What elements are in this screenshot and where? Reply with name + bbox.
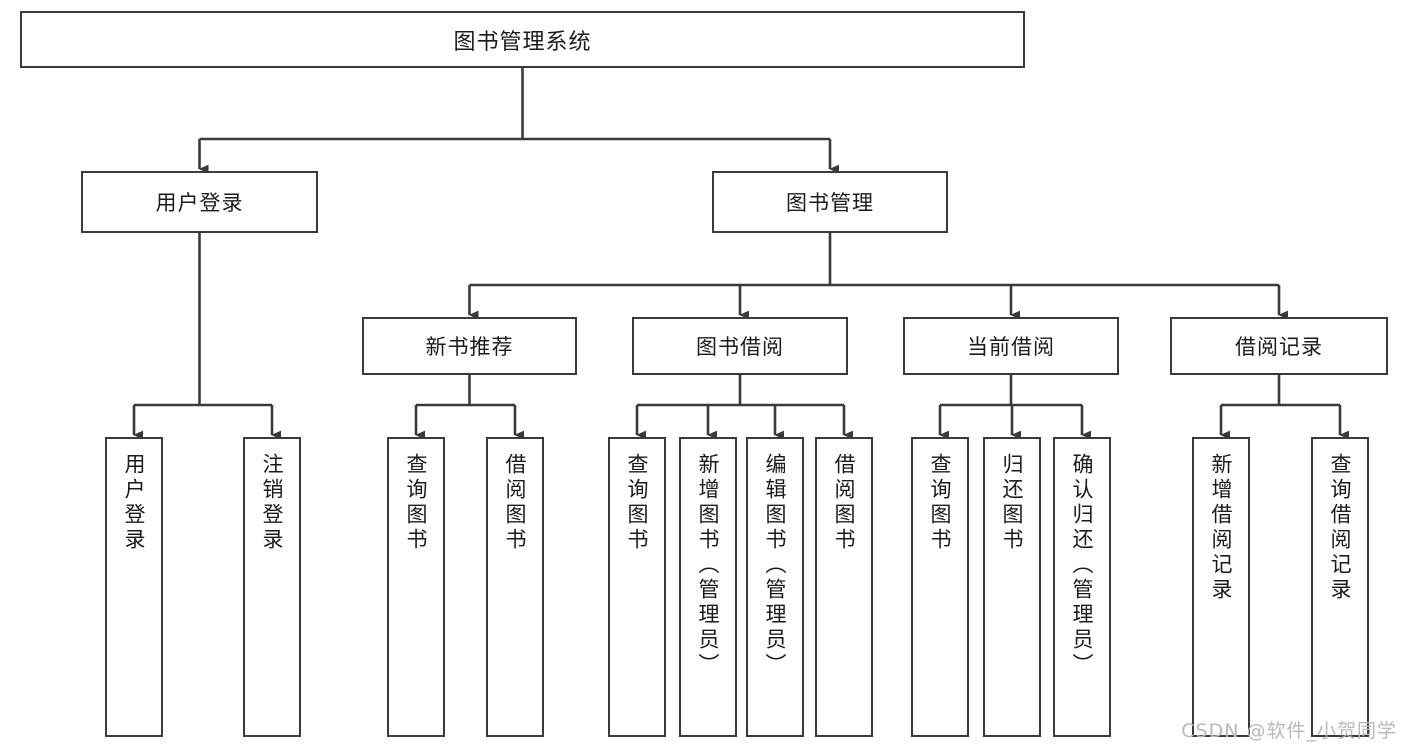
node-l_b_edit[interactable]: 编辑图书（管理员） [746,437,804,737]
node-label: 编辑图书（管理员） [763,453,788,678]
node-label: 新增借阅记录 [1209,453,1234,603]
node-l_b_query[interactable]: 查询图书 [608,437,666,737]
node-label: 注销登录 [260,453,285,553]
node-label: 确认归还（管理员） [1070,453,1095,678]
node-label: 新增图书（管理员） [696,453,721,678]
watermark-label: CSDN @软件_小贺同学 [1181,720,1397,742]
node-label: 图书管理 [786,191,874,215]
node-label: 查询借阅记录 [1328,453,1353,603]
node-l_c_return[interactable]: 归还图书 [983,437,1041,737]
node-l_logout[interactable]: 注销登录 [243,437,301,737]
node-login[interactable]: 用户登录 [81,171,318,233]
node-label: 借阅图书 [503,453,528,553]
node-current[interactable]: 当前借阅 [903,317,1119,375]
node-label: 新书推荐 [425,335,514,359]
node-label: 图书管理系统 [453,29,592,55]
node-label: 查询图书 [928,453,953,553]
node-label: 用户登录 [155,191,244,215]
node-label: 借阅记录 [1235,335,1323,359]
node-label: 查询图书 [625,453,650,553]
node-bookmgmt[interactable]: 图书管理 [712,171,948,233]
node-label: 归还图书 [1000,453,1025,553]
edges-group [132,68,1350,440]
node-l_login[interactable]: 用户登录 [105,437,163,737]
node-label: 借阅图书 [832,453,857,553]
node-label: 查询图书 [404,453,429,553]
node-borrow[interactable]: 图书借阅 [632,317,848,375]
node-l_r_add[interactable]: 新增借阅记录 [1192,437,1250,737]
node-label: 图书借阅 [696,335,784,359]
node-l_b_borrow[interactable]: 借阅图书 [815,437,873,737]
node-root[interactable]: 图书管理系统 [20,11,1025,68]
node-l_nb_borrow[interactable]: 借阅图书 [486,437,544,737]
node-l_nb_query[interactable]: 查询图书 [387,437,445,737]
node-l_r_query[interactable]: 查询借阅记录 [1311,437,1369,737]
node-l_b_add[interactable]: 新增图书（管理员） [679,437,737,737]
node-newbook[interactable]: 新书推荐 [362,317,577,375]
node-records[interactable]: 借阅记录 [1170,317,1388,375]
node-l_c_confirm[interactable]: 确认归还（管理员） [1053,437,1111,737]
node-l_c_query[interactable]: 查询图书 [911,437,969,737]
node-label: 当前借阅 [967,335,1055,359]
node-label: 用户登录 [122,453,147,553]
